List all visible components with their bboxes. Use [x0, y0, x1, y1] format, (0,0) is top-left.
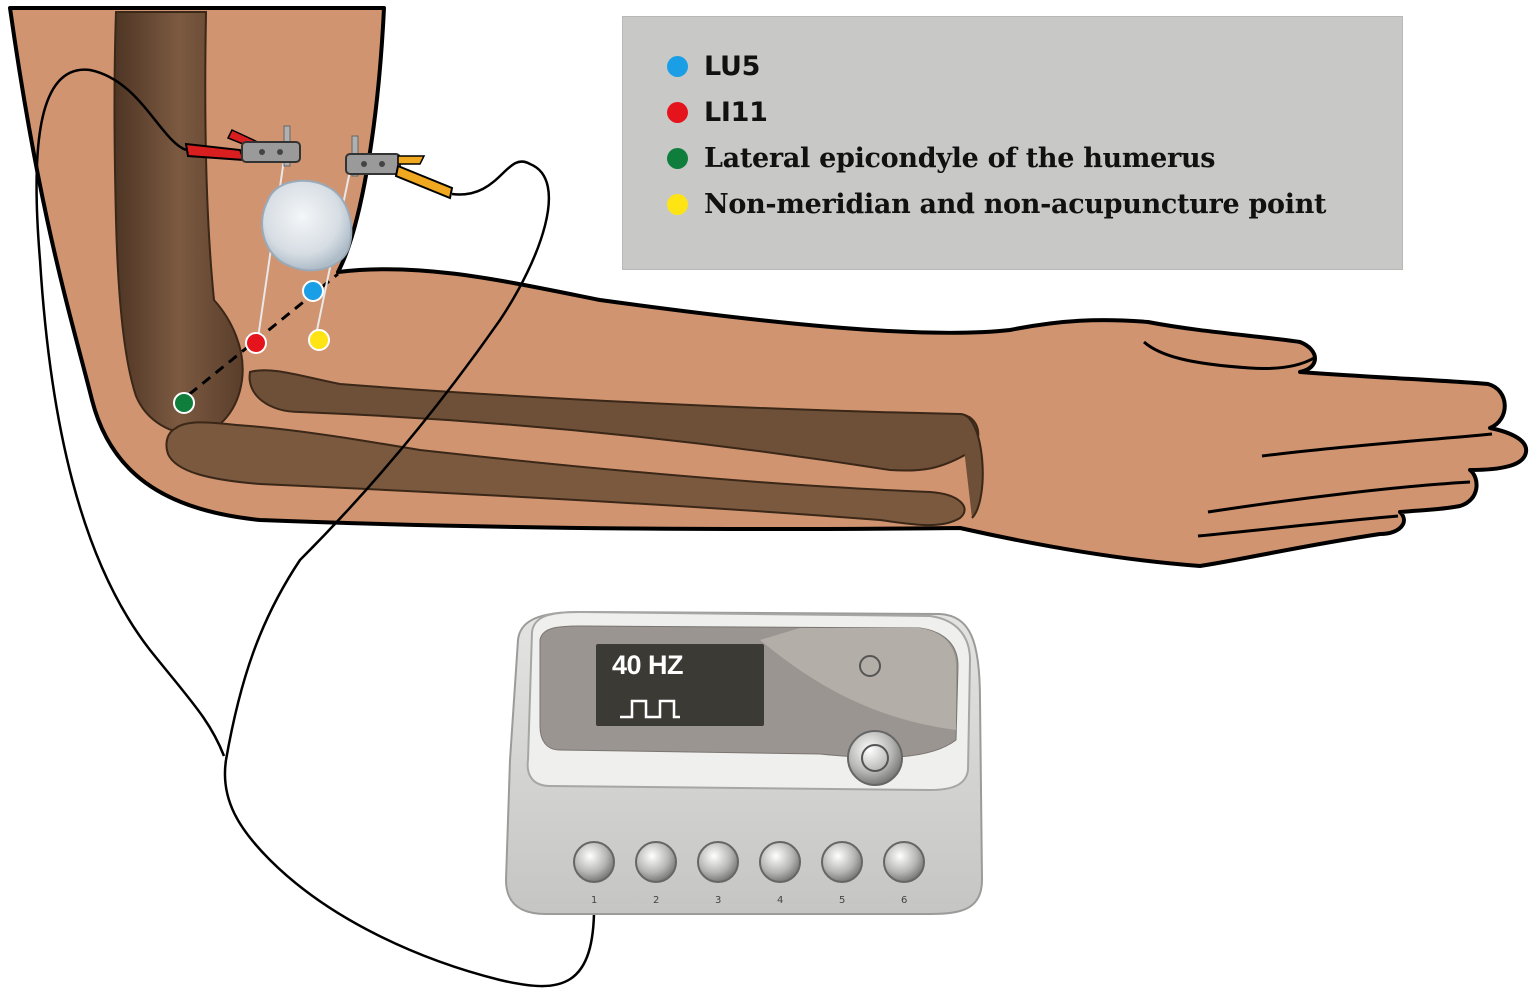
channel-label-3: 3: [715, 895, 722, 906]
stimulator-device: [504, 610, 984, 915]
legend-item-li11: LI11: [667, 95, 768, 129]
channel-label-5: 5: [839, 895, 846, 906]
non-acupoint-marker: [308, 329, 330, 351]
channel-knob-2: [635, 841, 677, 883]
wires: [35, 68, 596, 988]
legend-label: LI11: [704, 96, 768, 128]
device-screen: [596, 644, 764, 726]
legend-item-epicondyle: Lateral epicondyle of the humerus: [667, 141, 1215, 175]
frequency-readout: 40 HZ: [612, 650, 684, 680]
main-dial: [847, 730, 903, 786]
legend-dot-icon: [667, 147, 688, 169]
channel-label-6: 6: [901, 895, 908, 906]
channel-knob-5: [821, 841, 863, 883]
bones: [113, 11, 984, 527]
channel-knob-1: [573, 841, 615, 883]
legend-label: Lateral epicondyle of the humerus: [704, 142, 1216, 174]
legend-label: Non-meridian and non-acupuncture point: [704, 188, 1327, 220]
channel-label-2: 2: [653, 895, 660, 906]
acupoint-markers: [173, 280, 330, 414]
channel-knobs: [573, 841, 925, 883]
legend-item-non-acupoint: Non-meridian and non-acupuncture point: [667, 187, 1327, 221]
epicondyle-marker: [173, 392, 195, 414]
legend-dot-icon: [667, 55, 688, 77]
channel-knob-3: [697, 841, 739, 883]
lu5-marker: [302, 280, 324, 302]
cotton-ball: [261, 179, 353, 272]
legend-item-lu5: LU5: [667, 49, 760, 83]
arm-silhouette: [8, 6, 1529, 568]
legend-label: LU5: [704, 50, 761, 82]
channel-knob-4: [759, 841, 801, 883]
red-clip: [184, 129, 301, 163]
legend-dot-icon: [667, 193, 688, 215]
channel-label-4: 4: [777, 895, 784, 906]
channel-label-1: 1: [591, 895, 598, 906]
yellow-clip: [345, 153, 454, 200]
square-wave-icon: [620, 699, 680, 719]
brand-logo: [859, 655, 881, 677]
li11-marker: [245, 332, 267, 354]
legend-dot-icon: [667, 101, 688, 123]
channel-knob-6: [883, 841, 925, 883]
legend: LU5 LI11 Lateral epicondyle of the humer…: [622, 16, 1403, 270]
